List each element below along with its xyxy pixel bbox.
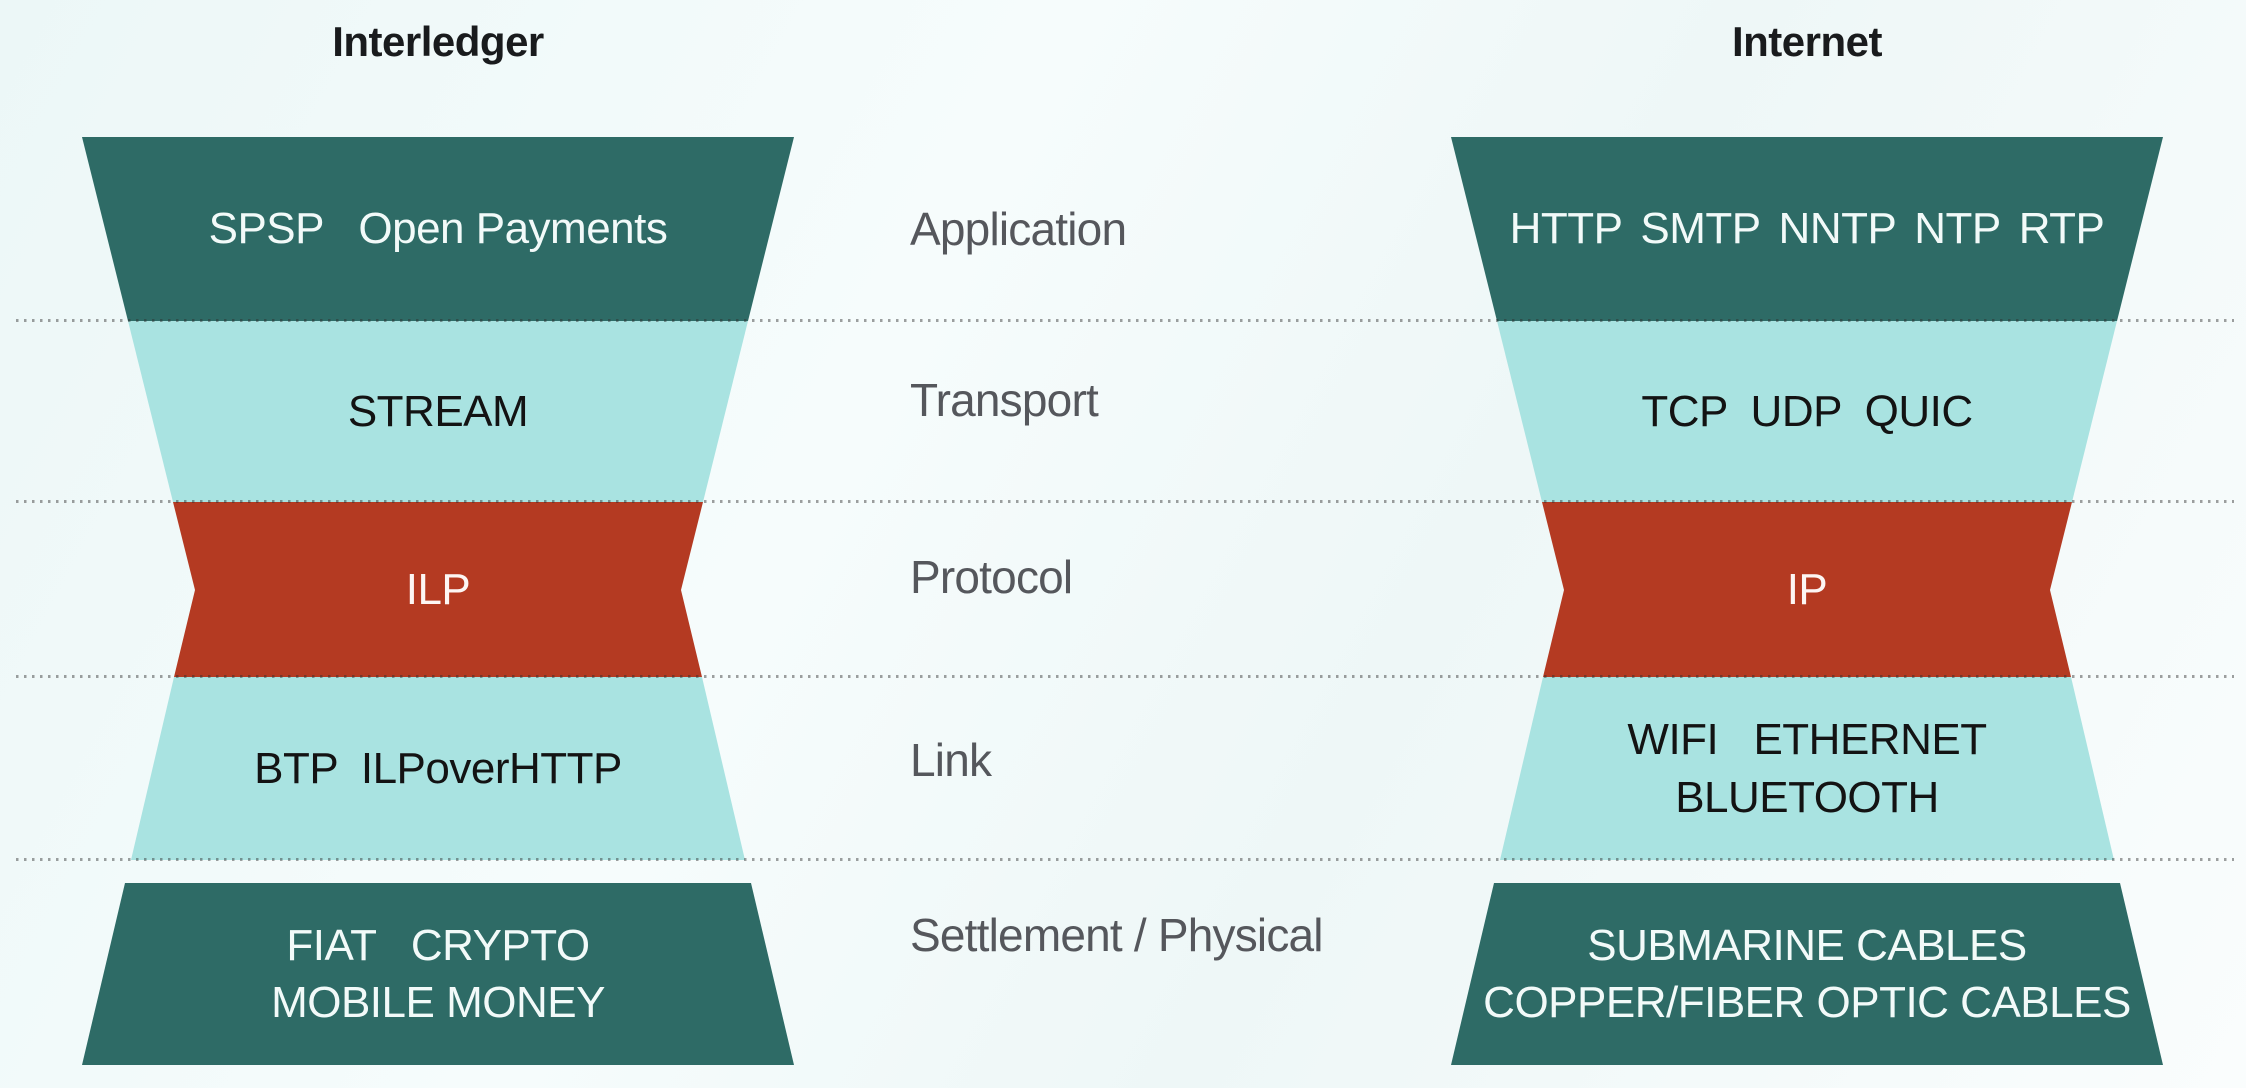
layer-text: BLUETOOTH xyxy=(1675,772,1939,822)
row-label-settlement-physical: Settlement / Physical xyxy=(910,909,1324,961)
row-label-link: Link xyxy=(910,734,992,786)
layer-text: TCP UDP QUIC xyxy=(1641,386,1973,436)
internet-title: Internet xyxy=(1731,18,1883,65)
layer-divider-dotted-line xyxy=(16,500,2234,503)
interledger-settlement-layer: FIAT CRYPTO MOBILE MONEY xyxy=(82,883,794,1065)
internet-settlement-layer: SUBMARINE CABLES COPPER/FIBER OPTIC CABL… xyxy=(1451,883,2163,1065)
interledger-protocol-layer: ILP xyxy=(173,502,703,677)
row-label-protocol: Protocol xyxy=(910,551,1073,603)
layer-text: FIAT CRYPTO xyxy=(286,920,590,970)
internet-transport-layer: TCP UDP QUIC xyxy=(1497,321,2117,502)
layer-text: COPPER/FIBER OPTIC CABLES xyxy=(1483,978,2131,1027)
layer-text: MOBILE MONEY xyxy=(271,978,605,1027)
interledger-application-layer: SPSP Open Payments xyxy=(82,137,794,321)
interledger-link-layer: BTP ILPoverHTTP xyxy=(131,677,745,860)
layer-divider-dotted-line xyxy=(16,858,2234,861)
row-label-application: Application xyxy=(910,203,1127,255)
layer-text: SUBMARINE CABLES xyxy=(1587,920,2027,970)
layer-divider-dotted-line xyxy=(16,675,2234,678)
layer-text: STREAM xyxy=(347,386,529,436)
interledger-stack: SPSP Open Payments STREAM ILP BTP ILPove… xyxy=(82,137,794,1065)
internet-application-layer: HTTP SMTP NNTP NTP RTP xyxy=(1451,137,2163,321)
internet-protocol-layer: IP xyxy=(1542,502,2072,677)
internet-stack: HTTP SMTP NNTP NTP RTP TCP UDP QUIC IP W… xyxy=(1451,137,2163,1065)
layer-text: SPSP Open Payments xyxy=(208,204,668,254)
layer-text: IP xyxy=(1786,564,1828,614)
layer-text: ILP xyxy=(405,564,471,614)
interledger-title: Interledger xyxy=(332,18,544,65)
row-label-transport: Transport xyxy=(910,374,1099,426)
layer-text: BTP ILPoverHTTP xyxy=(254,743,622,793)
interledger-transport-layer: STREAM xyxy=(128,321,748,502)
internet-link-layer: WIFI ETHERNET BLUETOOTH xyxy=(1500,677,2114,860)
layer-text: HTTP SMTP NNTP NTP RTP xyxy=(1509,204,2105,254)
layer-text: WIFI ETHERNET xyxy=(1627,715,1987,765)
layer-divider-dotted-line xyxy=(16,319,2234,322)
